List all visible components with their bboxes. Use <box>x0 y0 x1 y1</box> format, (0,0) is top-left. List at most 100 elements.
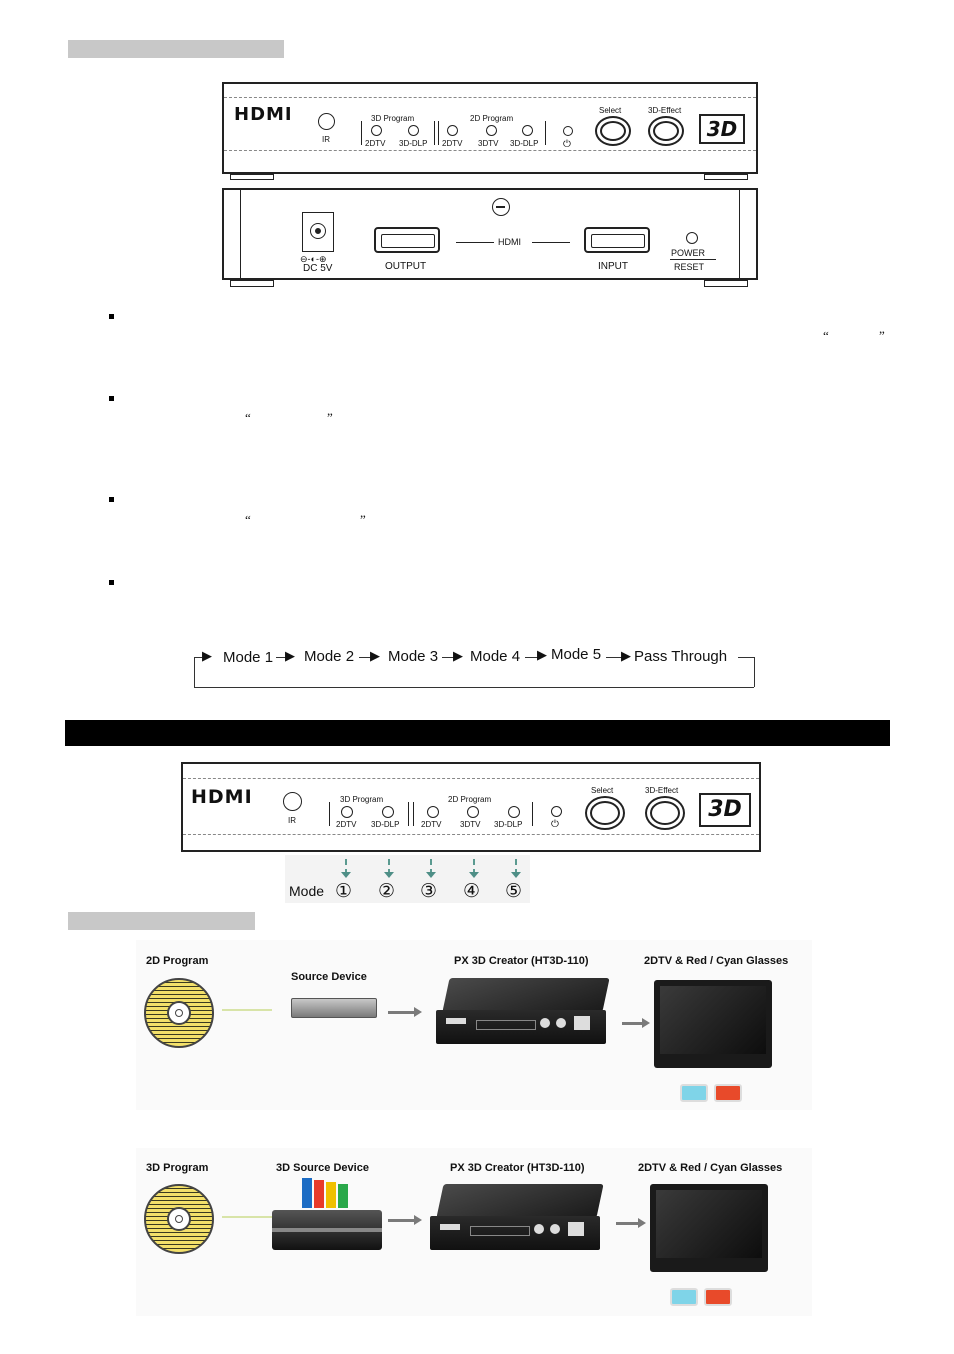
select-button <box>595 116 631 146</box>
led-label: 3D-DLP <box>494 820 523 829</box>
3d-glasses-icon <box>666 1284 738 1310</box>
led-label: 2DTV <box>336 820 357 829</box>
down-arrow-icon <box>384 872 394 878</box>
rear-panel-illustration: ⊖-◐-⊕ DC 5V OUTPUT HDMI INPUT POWER RESE… <box>222 188 758 280</box>
down-arrow-icon <box>469 872 479 878</box>
led-indicator-icon <box>522 125 533 136</box>
mode-number: ④ <box>463 880 481 902</box>
power-led-icon <box>551 806 562 817</box>
program-label: 2D Program <box>146 955 209 967</box>
connection-arrow <box>222 1216 272 1218</box>
mode-mapping-figure: Mode ① ② ③ ④ ⑤ <box>285 855 530 903</box>
connection-arrow <box>388 1219 416 1222</box>
led-indicator-icon <box>427 806 439 818</box>
reset-button-icon <box>686 232 698 244</box>
tv-icon <box>650 1184 768 1272</box>
bracket-2d <box>413 802 533 826</box>
quote-open: “ <box>245 410 251 425</box>
mode-step: Mode 2 <box>304 648 355 665</box>
down-arrow-icon <box>511 872 521 878</box>
effect-label: 3D-Effect <box>648 106 682 115</box>
ir-sensor-icon <box>318 113 335 130</box>
bullet-marker <box>109 497 114 502</box>
connection-arrow <box>622 1022 644 1025</box>
led-indicator-icon <box>508 806 520 818</box>
led-indicator-icon <box>467 806 479 818</box>
down-arrow-icon <box>426 872 436 878</box>
arrow-head-icon <box>414 1215 422 1225</box>
led-label: 2DTV <box>442 139 463 148</box>
group-3d-label: 3D Program <box>340 795 384 804</box>
arrow-head-icon <box>642 1018 650 1028</box>
front-panel-illustration: HDMI IR 3D Program 2D Program 2DTV 3D-DL… <box>222 82 758 174</box>
reset-label: RESET <box>674 262 705 272</box>
section-header-band-black <box>65 720 890 746</box>
connection-diagram-3d: 3D Program 3D Source Device PX 3D Creato… <box>136 1148 812 1316</box>
3d-creator-device-icon <box>430 1184 608 1260</box>
mode-step: Mode 4 <box>470 648 521 665</box>
dc-jack-icon <box>302 212 334 252</box>
device-foot <box>230 174 274 180</box>
mode-number: ① <box>335 880 353 902</box>
mode-label: Mode <box>289 883 325 899</box>
tv-icon <box>654 980 772 1068</box>
device-foot <box>230 280 274 287</box>
bracket-3d <box>361 121 435 145</box>
display-label: 2DTV & Red / Cyan Glasses <box>644 955 789 967</box>
led-label: 2DTV <box>365 139 386 148</box>
led-label: 2DTV <box>421 820 442 829</box>
mode-step: Mode 1 <box>223 649 274 666</box>
flow-arrow-icon: ▶ <box>621 648 631 663</box>
ir-label: IR <box>322 135 330 144</box>
disc-icon <box>144 978 214 1048</box>
effect-label: 3D-Effect <box>645 786 679 795</box>
down-arrow-icon <box>341 872 351 878</box>
hdmi-logo: HDMI <box>234 104 293 125</box>
source-device-icon <box>291 998 377 1018</box>
device-foot <box>704 174 748 180</box>
led-label: 3D-DLP <box>510 139 539 148</box>
dc-polarity-icon: ⊖-◐-⊕ <box>300 254 327 264</box>
flow-arrow-icon: ▶ <box>537 647 547 662</box>
flow-arrow-icon: ▶ <box>453 648 463 663</box>
3d-source-device-icon <box>272 1178 382 1250</box>
connection-diagram-2d: 2D Program Source Device PX 3D Creator (… <box>136 940 812 1110</box>
led-indicator-icon <box>382 806 394 818</box>
disc-icon <box>144 1184 214 1254</box>
3d-effect-button <box>648 116 684 146</box>
mode-number: ② <box>378 880 396 902</box>
mode-step: Pass Through <box>634 648 728 665</box>
power-led-icon <box>563 126 573 136</box>
ir-sensor-icon <box>283 792 302 811</box>
group-2d-label: 2D Program <box>470 114 514 123</box>
bullet-marker <box>109 396 114 401</box>
flow-arrow-icon: ▶ <box>202 648 212 663</box>
power-symbol-icon: ⏻ <box>563 139 571 150</box>
led-label: 3DTV <box>478 139 499 148</box>
mode-step: Mode 3 <box>388 648 439 665</box>
mode-number: ⑤ <box>505 880 523 902</box>
hdmi-label: HDMI <box>498 237 521 247</box>
led-indicator-icon <box>341 806 353 818</box>
led-indicator-icon <box>408 125 419 136</box>
flow-arrow-icon: ▶ <box>285 648 295 663</box>
display-label: 2DTV & Red / Cyan Glasses <box>638 1162 783 1174</box>
bullet-marker <box>109 580 114 585</box>
quote-open: “ <box>823 328 829 343</box>
group-2d-label: 2D Program <box>448 795 492 804</box>
source-label: 3D Source Device <box>276 1162 369 1174</box>
select-button <box>585 796 625 830</box>
quote-open: “ <box>245 512 251 527</box>
section-header-band <box>68 40 284 58</box>
3d-badge-text: 3D <box>708 797 742 822</box>
3d-badge-text: 3D <box>706 117 738 141</box>
creator-label: PX 3D Creator (HT3D-110) <box>454 955 589 967</box>
3d-effect-button <box>645 796 685 830</box>
3d-creator-device-icon <box>436 978 614 1054</box>
front-panel-illustration: HDMI IR 3D Program 2D Program 2DTV 3D-DL… <box>181 762 761 852</box>
connection-arrow <box>616 1222 640 1225</box>
dc-label: DC 5V <box>303 263 333 274</box>
mode-number: ③ <box>420 880 438 902</box>
led-label: 3DTV <box>460 820 481 829</box>
source-label: Source Device <box>291 971 367 983</box>
